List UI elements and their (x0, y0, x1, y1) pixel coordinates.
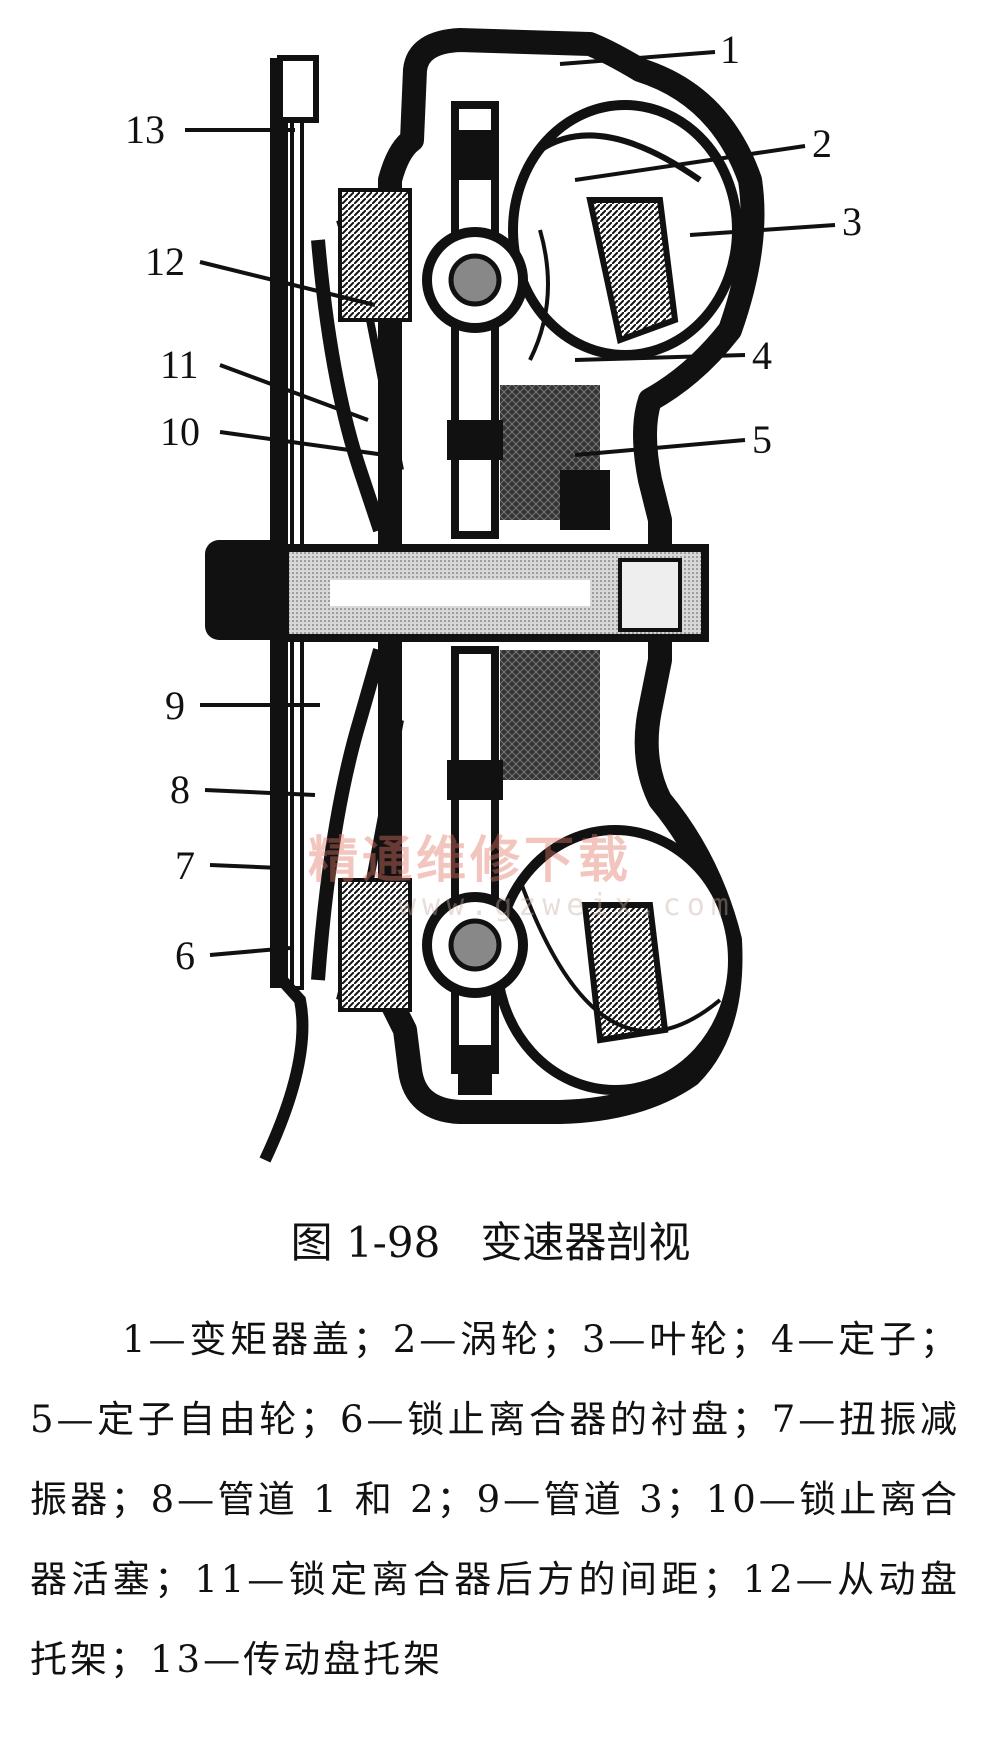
callout-13: 13 (125, 107, 165, 152)
converter-cover-shape (378, 28, 765, 1124)
callout-1: 1 (720, 27, 740, 72)
callout-2: 2 (812, 121, 832, 166)
callout-8: 8 (170, 767, 190, 812)
lower-damper (422, 646, 528, 1095)
figure-title: 变速器剖视 (480, 1218, 691, 1267)
callout-9: 9 (165, 683, 185, 728)
callout-4: 4 (752, 333, 772, 378)
watermark-text: 精通维修下载 (308, 831, 632, 889)
watermark-url: www.gzweix.com (398, 888, 735, 923)
main-shaft (205, 540, 709, 642)
leader-lines (185, 50, 836, 957)
figure-legend: 1—变矩器盖；2—涡轮；3—叶轮；4—定子；5—定子自由轮；6—锁止离合器的衬盘… (30, 1318, 960, 1681)
figure-caption: 图 1-98 变速器剖视 (0, 1218, 981, 1268)
callout-7: 7 (175, 843, 195, 888)
callout-12: 12 (145, 239, 185, 284)
upper-damper (422, 101, 528, 539)
drive-plate (259, 55, 319, 1163)
callout-3: 3 (842, 199, 862, 244)
callout-6: 6 (175, 933, 195, 978)
callout-11: 11 (160, 342, 199, 387)
transmission-cutaway-drawing (185, 28, 836, 1163)
callout-5: 5 (752, 417, 772, 462)
figure-number: 图 1-98 (290, 1218, 441, 1267)
callout-10: 10 (160, 409, 200, 454)
lower-torus (492, 825, 738, 1095)
